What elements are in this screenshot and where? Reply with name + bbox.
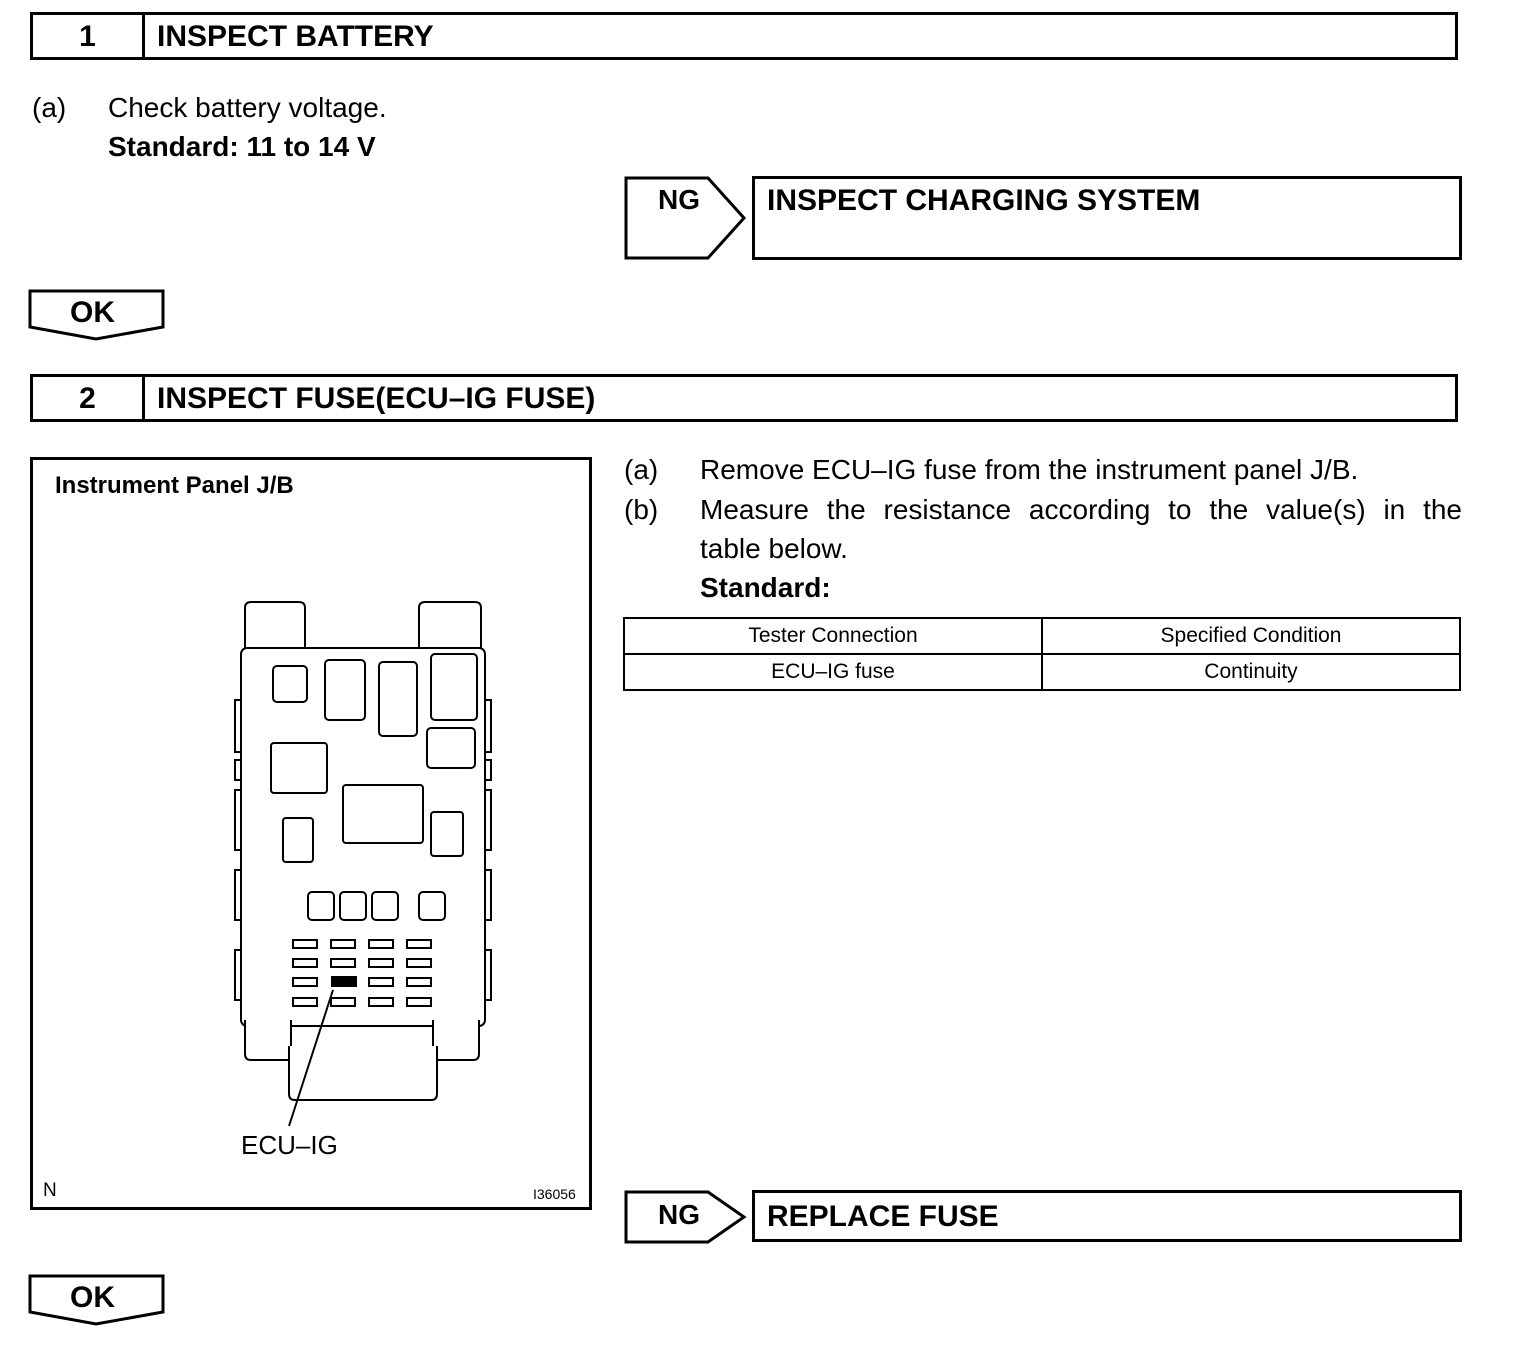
item-marker: (a) [624,454,659,485]
standard-table: Tester Connection Specified Condition EC… [623,617,1461,691]
step-2-header: 2 INSPECT FUSE(ECU–IG FUSE) [30,374,1458,422]
item-marker: (a) [32,92,67,123]
ng-result-box: INSPECT CHARGING SYSTEM [752,176,1462,260]
item-text: Remove ECU–IG fuse from the instrument p… [700,454,1359,485]
item-text: Check battery voltage. [108,92,387,123]
step-1-header: 1 INSPECT BATTERY [30,12,1458,60]
step-title: INSPECT FUSE(ECU–IG FUSE) [157,382,596,415]
figure-corner-left: N [43,1180,57,1201]
item-text-continued: table below. [700,533,848,564]
figure-title: Instrument Panel J/B [55,472,294,499]
ok-arrow-icon [28,1274,165,1326]
ng-result-text: REPLACE FUSE [767,1200,999,1233]
ng-arrow-icon [624,176,747,260]
callout-ecu-ig: ECU–IG [241,1130,338,1160]
ng-label: NG [658,1199,700,1230]
standard-value: Standard: 11 to 14 V [108,131,376,162]
ng-result-box: REPLACE FUSE [752,1190,1462,1242]
table-row: ECU–IG fuse Continuity [623,653,1461,691]
table-header-row: Tester Connection Specified Condition [623,617,1461,655]
figure-instrument-panel-jb: Instrument Panel J/B N I36056 ECU–IG [30,457,592,1210]
standard-label: Standard: [700,572,831,603]
item-text: Measure the resistance according to the … [700,494,1462,525]
table-header-cell: Specified Condition [1041,617,1461,655]
ng-result-text: INSPECT CHARGING SYSTEM [767,184,1201,217]
figure-id: I36056 [533,1186,576,1202]
ok-arrow-icon [28,289,165,341]
step-title: INSPECT BATTERY [157,20,434,53]
step-number: 1 [33,15,145,57]
ng-arrow-icon [624,1190,747,1244]
junction-block-diagram [234,601,492,1127]
ng-label: NG [658,184,700,215]
step-number: 2 [33,377,145,419]
table-cell: ECU–IG fuse [623,653,1043,691]
ok-label: OK [70,1281,115,1314]
table-header-cell: Tester Connection [623,617,1043,655]
item-marker: (b) [624,494,659,525]
ok-label: OK [70,296,115,329]
ecu-ig-fuse-highlight [331,976,357,987]
table-cell: Continuity [1041,653,1461,691]
